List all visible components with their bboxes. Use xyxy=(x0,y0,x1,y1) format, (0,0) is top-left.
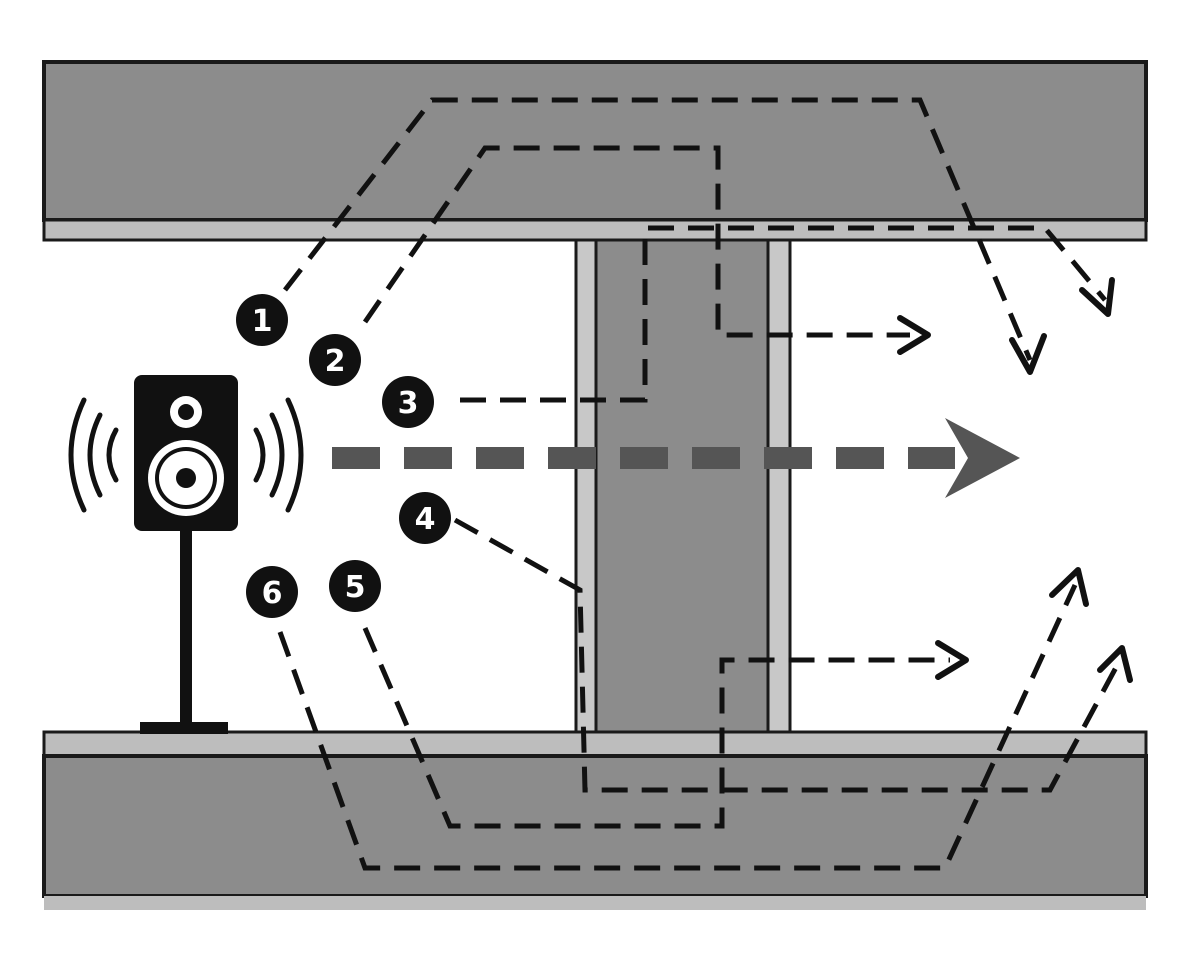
floor-slab xyxy=(42,730,1148,910)
path-label-3: 3 xyxy=(382,376,434,428)
flanking-path-6 xyxy=(277,567,1089,871)
svg-text:4: 4 xyxy=(415,502,436,537)
flanking-path-2 xyxy=(362,145,931,355)
path-label-4: 4 xyxy=(399,492,451,544)
path-label-6: 6 xyxy=(246,566,298,618)
svg-text:6: 6 xyxy=(262,576,283,611)
flanking-path-1 xyxy=(283,97,1047,375)
ceiling-slab xyxy=(42,60,1148,242)
flanking-path-3 xyxy=(460,225,1115,403)
loudspeaker-icon xyxy=(134,375,238,734)
path-label-1: 1 xyxy=(236,294,288,346)
svg-text:1: 1 xyxy=(252,304,273,339)
svg-text:2: 2 xyxy=(325,344,346,379)
path-label-2: 2 xyxy=(309,334,361,386)
path-label-5: 5 xyxy=(329,560,381,612)
svg-text:3: 3 xyxy=(398,386,419,421)
sound-wave-icon xyxy=(68,397,304,513)
flanking-path-5 xyxy=(362,627,969,829)
svg-text:5: 5 xyxy=(345,570,366,605)
flanking-path-4 xyxy=(453,517,1133,793)
partition-wall xyxy=(574,238,792,734)
direct-path-arrow xyxy=(332,418,1020,498)
